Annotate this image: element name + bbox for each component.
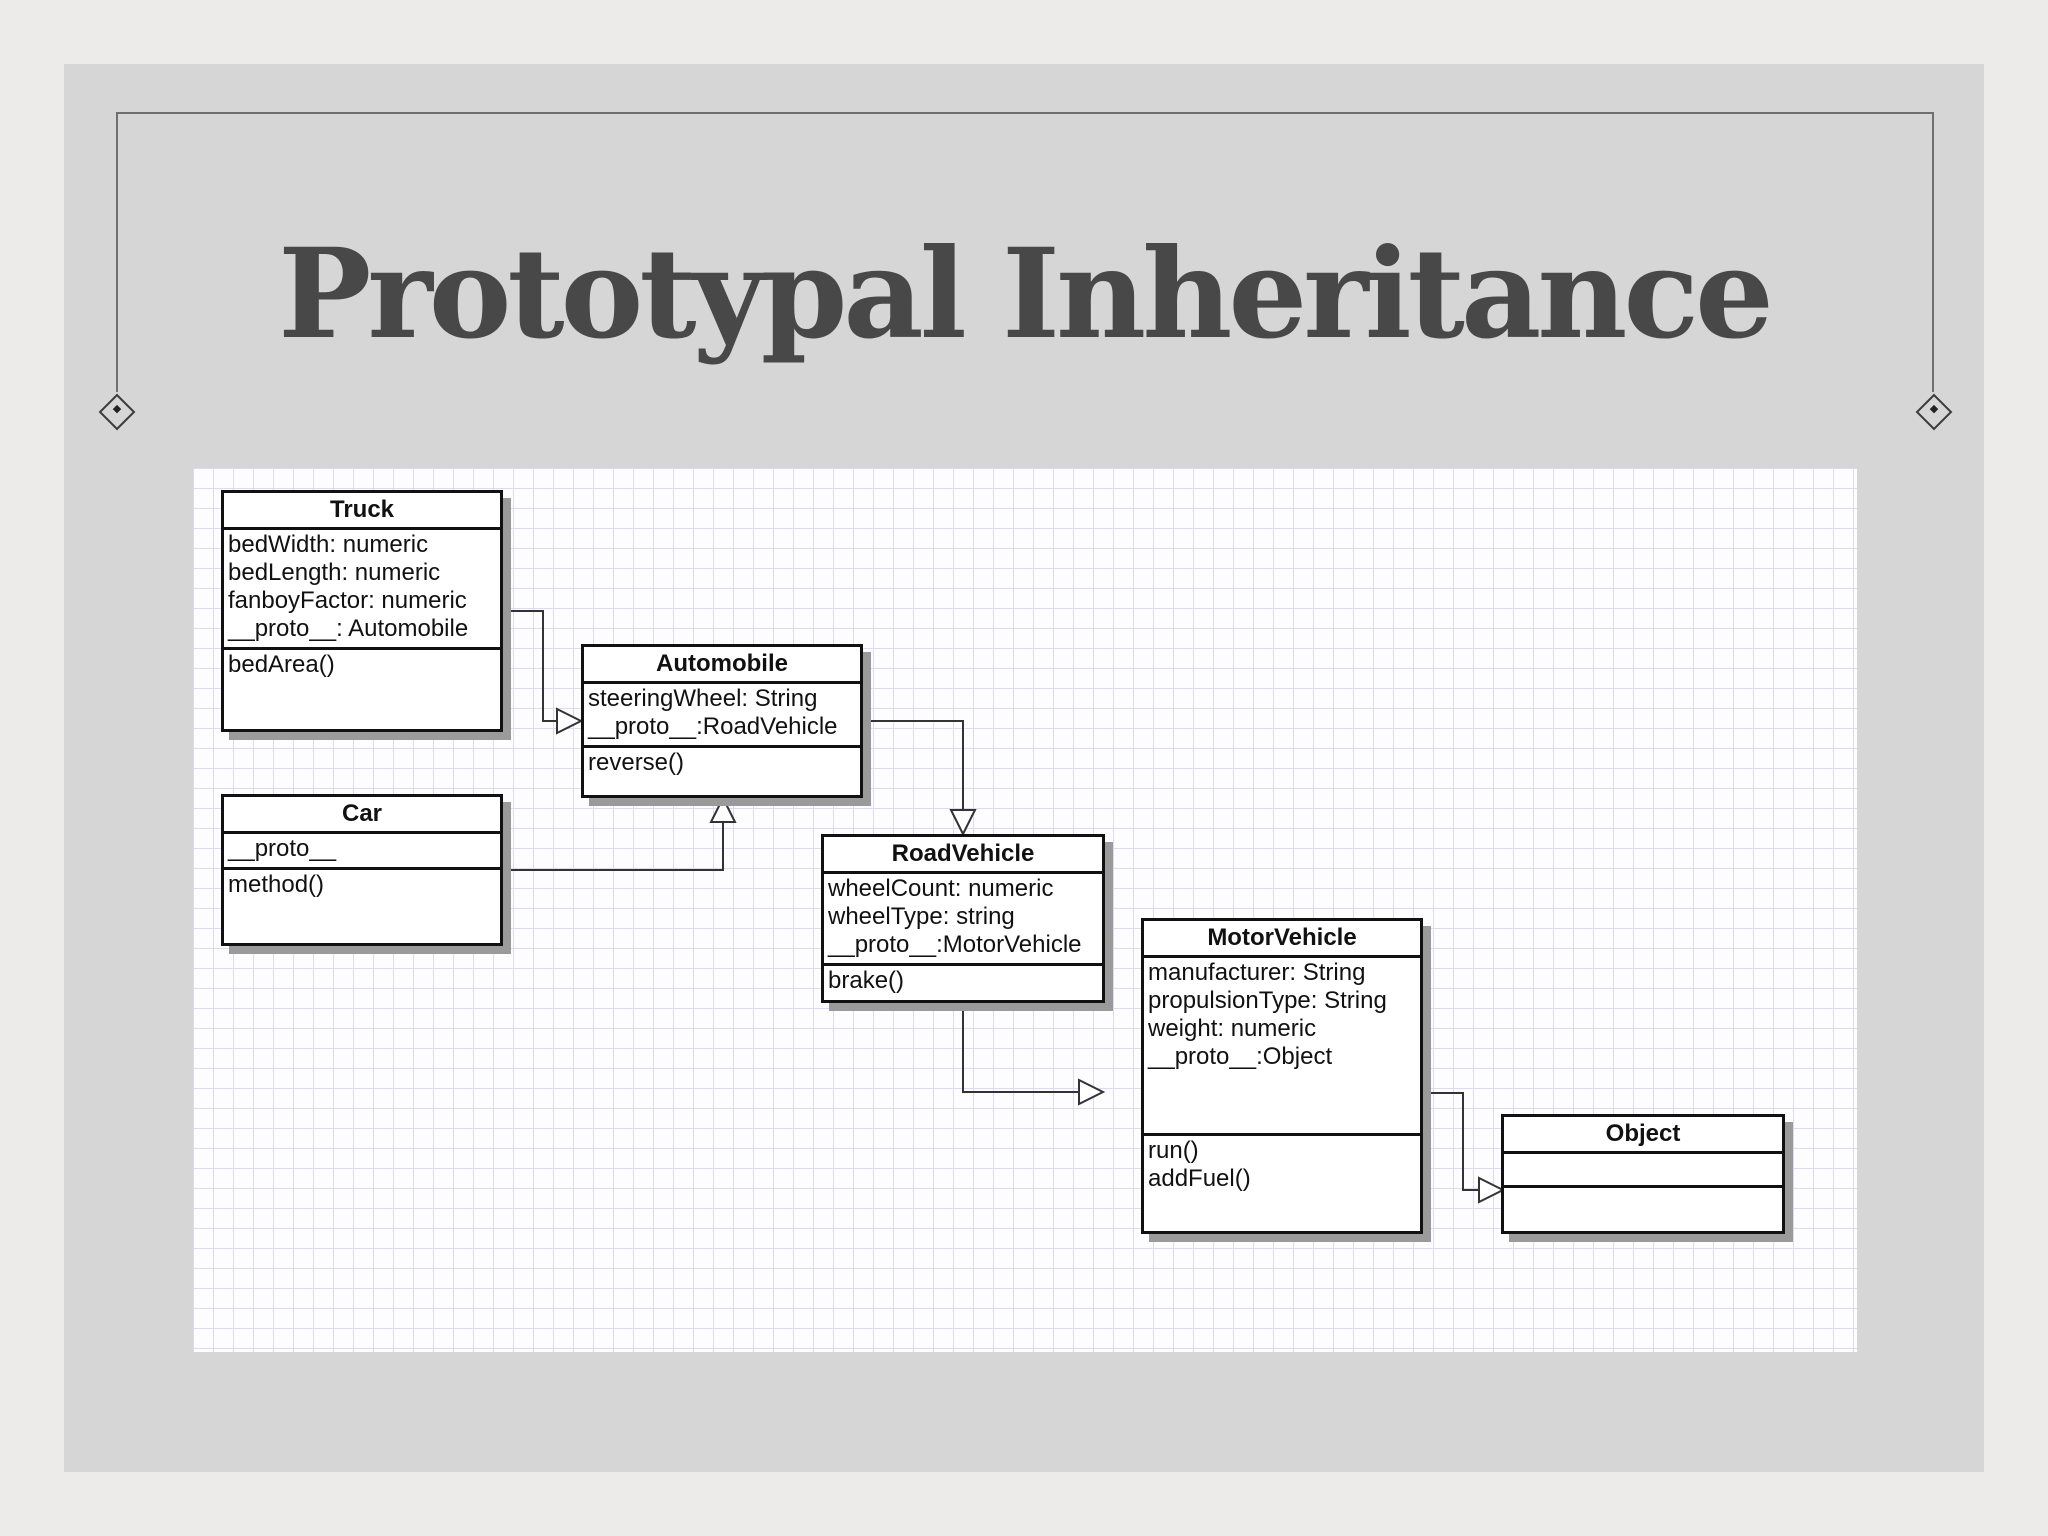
class-object[interactable]: Object (1501, 1114, 1785, 1234)
method: run() (1148, 1137, 1199, 1164)
slide-title: Prototypal Inheritance (278, 222, 1774, 367)
method: reverse() (588, 749, 685, 776)
attribute: __proto__ (228, 835, 337, 862)
method: addFuel() (1148, 1165, 1251, 1192)
class-car[interactable]: Car __proto__ method() (221, 794, 503, 946)
method: bedArea() (228, 651, 335, 678)
inheritance-connectors (503, 610, 1506, 1204)
attribute: fanboyFactor: numeric (228, 587, 467, 614)
attribute: __proto__: Automobile (228, 615, 469, 642)
class-name: Truck (224, 493, 500, 530)
frame-right-line (1932, 112, 1934, 392)
class-attributes: bedWidth: numeric bedLength: numeric fan… (224, 530, 500, 650)
connector-roadvehicle-motorvehicle (962, 1003, 1079, 1093)
arrowhead-to-automobile-bottom (709, 795, 737, 823)
uml-diagram: Truck bedWidth: numeric bedLength: numer… (193, 468, 1857, 1352)
frame-top-line (116, 112, 1934, 114)
attribute: __proto__:RoadVehicle (588, 713, 838, 740)
frame-left-line (116, 112, 118, 392)
class-attributes (1504, 1154, 1782, 1188)
attribute: wheelType: string (828, 903, 1015, 930)
class-methods: bedArea() (224, 650, 500, 680)
class-attributes: wheelCount: numeric wheelType: string __… (824, 874, 1102, 966)
class-automobile[interactable]: Automobile steeringWheel: String __proto… (581, 644, 863, 798)
class-truck[interactable]: Truck bedWidth: numeric bedLength: numer… (221, 490, 503, 732)
class-name: Automobile (584, 647, 860, 684)
attribute: bedLength: numeric (228, 559, 441, 586)
arrowhead-to-motorvehicle (1078, 1078, 1106, 1106)
class-attributes: manufacturer: String propulsionType: Str… (1144, 958, 1420, 1136)
class-name: RoadVehicle (824, 837, 1102, 874)
arrowhead-to-roadvehicle (949, 809, 977, 837)
attribute: steeringWheel: String (588, 685, 818, 712)
arrowhead-to-object (1478, 1176, 1506, 1204)
attribute: propulsionType: String (1148, 987, 1387, 1014)
attribute: wheelCount: numeric (828, 875, 1054, 902)
attribute: weight: numeric (1148, 1015, 1317, 1042)
attribute: bedWidth: numeric (228, 531, 429, 558)
attribute: __proto__:MotorVehicle (828, 931, 1082, 958)
attribute: manufacturer: String (1148, 959, 1366, 986)
connector-motorvehicle-object (1421, 1092, 1479, 1191)
arrowhead-to-automobile-left (556, 707, 584, 735)
connector-truck-automobile (503, 610, 557, 722)
attribute: __proto__:Object (1148, 1043, 1333, 1070)
class-name: Object (1504, 1117, 1782, 1154)
method: brake() (828, 967, 905, 994)
class-roadvehicle[interactable]: RoadVehicle wheelCount: numeric wheelTyp… (821, 834, 1105, 1003)
class-attributes: __proto__ (224, 834, 500, 870)
class-methods: reverse() (584, 748, 860, 778)
class-name: Car (224, 797, 500, 834)
connector-car-automobile (503, 822, 724, 871)
class-methods: method() (224, 870, 500, 900)
class-methods (1504, 1188, 1782, 1190)
class-motorvehicle[interactable]: MotorVehicle manufacturer: String propul… (1141, 918, 1423, 1234)
class-methods: brake() (824, 966, 1102, 996)
method: method() (228, 871, 325, 898)
connector-automobile-roadvehicle (863, 720, 964, 810)
class-attributes: steeringWheel: String __proto__:RoadVehi… (584, 684, 860, 748)
class-name: MotorVehicle (1144, 921, 1420, 958)
class-methods: run() addFuel() (1144, 1136, 1420, 1194)
